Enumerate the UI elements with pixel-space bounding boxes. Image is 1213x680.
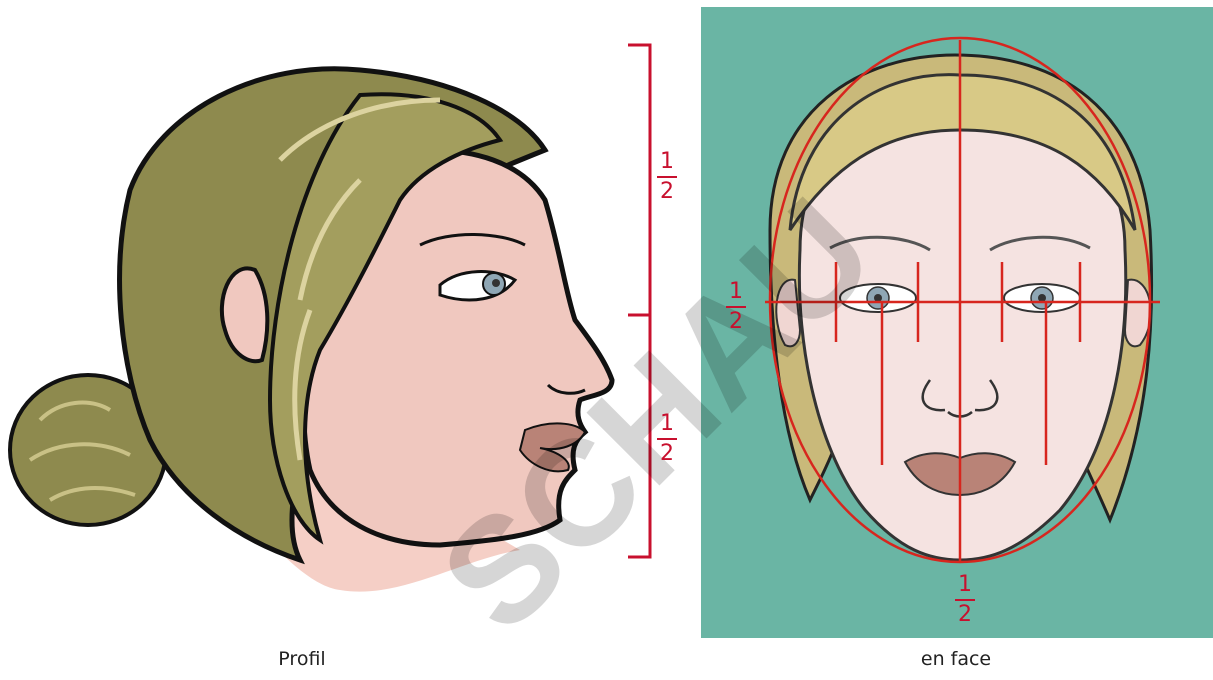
profile-lower-fraction: 1 2 — [654, 412, 680, 466]
fraction-denominator: 2 — [952, 603, 978, 627]
fraction-bar — [657, 438, 677, 440]
fraction-bar — [726, 306, 746, 308]
fraction-bar — [955, 599, 975, 601]
fraction-numerator: 1 — [654, 150, 680, 174]
front-caption: en face — [921, 648, 991, 670]
fraction-bar — [657, 176, 677, 178]
profile-pupil — [492, 279, 500, 287]
fraction-numerator: 1 — [723, 280, 749, 304]
front-bottom-fraction: 1 2 — [952, 573, 978, 627]
fraction-denominator: 2 — [723, 310, 749, 334]
profile-upper-fraction: 1 2 — [654, 150, 680, 204]
fraction-denominator: 2 — [654, 442, 680, 466]
front-left-fraction: 1 2 — [723, 280, 749, 334]
bracket-upper — [628, 45, 650, 315]
fraction-denominator: 2 — [654, 180, 680, 204]
fraction-numerator: 1 — [952, 573, 978, 597]
profile-caption: Profil — [278, 648, 325, 670]
fraction-numerator: 1 — [654, 412, 680, 436]
